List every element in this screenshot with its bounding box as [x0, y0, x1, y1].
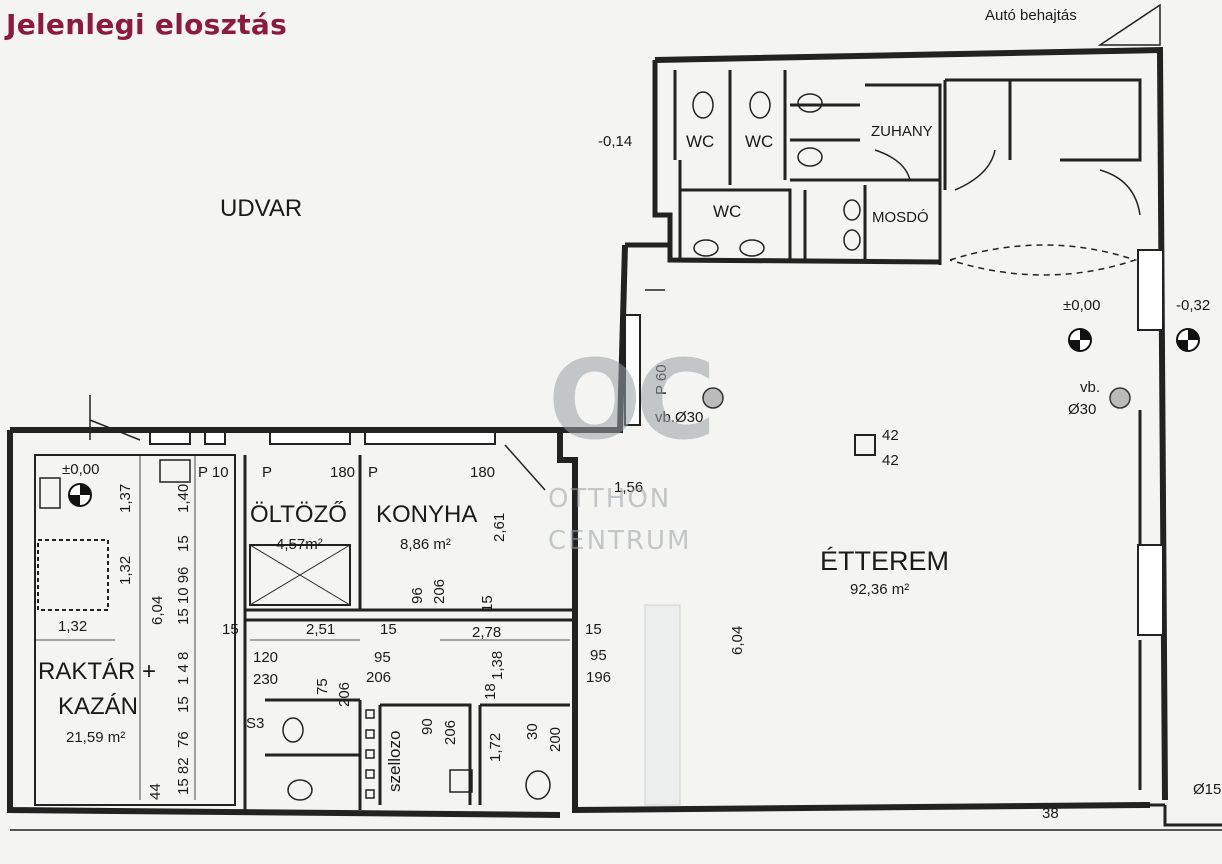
- dimension-label: 206: [442, 719, 459, 745]
- level-label: ±0,00: [1063, 297, 1101, 314]
- dimension-label: 15 10 96: [175, 566, 192, 625]
- dimension-label: 42: [882, 427, 899, 444]
- dimension-label: 2,78: [472, 624, 502, 641]
- dimension-label: 1,37: [117, 483, 134, 513]
- storage-label-2: KAZÁN: [58, 693, 139, 720]
- dimension-label: 1,32: [117, 555, 134, 585]
- dimension-label: 196: [586, 669, 612, 686]
- dimension-label: 206: [336, 681, 353, 707]
- dimension-label: 1,40: [175, 483, 192, 513]
- dimension-label: 38: [1042, 805, 1059, 822]
- dimension-label: 230: [253, 671, 279, 688]
- level-label: -0,32: [1176, 297, 1211, 314]
- dimension-label: 2,61: [491, 512, 508, 542]
- dimension-label: P 10: [198, 464, 229, 481]
- dimension-label: 1,32: [58, 618, 88, 635]
- watermark-line2: CENTRUM: [548, 526, 692, 556]
- courtyard-label: UDVAR: [220, 195, 303, 222]
- wc-label: WC: [745, 132, 774, 151]
- watermark-line1: OTTHON: [548, 484, 672, 514]
- locker-room-label: ÖLTÖZŐ: [250, 501, 347, 528]
- shower-label: ZUHANY: [871, 123, 933, 140]
- column-label: Ø30: [1068, 401, 1097, 418]
- dimension-label: P: [368, 464, 379, 481]
- dimension-label: 15: [585, 621, 602, 638]
- watermark-logo: OC: [548, 336, 716, 464]
- dimension-label: 1 4 8: [175, 651, 192, 685]
- dimension-label: 95: [374, 649, 391, 666]
- vent-label: szellozo: [385, 730, 404, 792]
- dimension-label: 206: [431, 578, 448, 604]
- dimension-label: 15: [222, 621, 239, 638]
- s3-label: S3: [246, 715, 265, 732]
- dimension-label: 76: [175, 731, 192, 748]
- dimension-label: 95: [590, 647, 607, 664]
- dimension-label: 15: [380, 621, 397, 638]
- dimension-label: 180: [330, 464, 356, 481]
- dimension-label: 96: [409, 587, 426, 604]
- restaurant-label: ÉTTEREM: [820, 546, 950, 576]
- restaurant-area: 92,36 m²: [850, 581, 910, 598]
- storage-area: 21,59 m²: [66, 729, 126, 746]
- washroom-label: MOSDÓ: [872, 209, 929, 226]
- storage-label: RAKTÁR +: [38, 658, 157, 685]
- dimension-label: 120: [253, 649, 279, 666]
- dimension-label: 15: [175, 535, 192, 552]
- dimension-label: 1,56: [614, 479, 644, 496]
- column-label: vb.: [1080, 379, 1101, 396]
- dimension-label: P: [262, 464, 273, 481]
- wc-label: WC: [686, 132, 715, 151]
- dimension-label: 206: [366, 669, 392, 686]
- dimension-label: 1,38: [489, 650, 506, 680]
- wc-label: WC: [713, 202, 742, 221]
- plan-title: Jelenlegi elosztás: [6, 8, 288, 41]
- dimension-label: 2,51: [306, 621, 336, 638]
- dimension-label: 15: [175, 696, 192, 713]
- dimension-label: 15: [479, 595, 496, 612]
- dimension-label: 90: [419, 718, 436, 735]
- dimension-label: 15 82: [175, 757, 192, 795]
- dimension-label: 75: [314, 678, 331, 695]
- dimension-label: 44: [147, 783, 164, 800]
- locker-room-area: 4,57m²: [276, 536, 323, 553]
- dimension-label: 6,04: [729, 625, 746, 655]
- pipe-label: Ø15: [1193, 781, 1222, 798]
- dimension-label: 42: [882, 452, 899, 469]
- dimension-label: 18: [482, 683, 499, 700]
- level-label: ±0,00: [62, 461, 100, 478]
- dimension-label: 200: [547, 726, 564, 752]
- dimension-label: 30: [524, 723, 541, 740]
- kitchen-area: 8,86 m²: [400, 536, 451, 553]
- dimension-label: 6,04: [149, 595, 166, 625]
- dimension-label: 180: [470, 464, 496, 481]
- column-label: vb.Ø30: [655, 409, 704, 426]
- car-entry-label: Autó behajtás: [985, 7, 1077, 24]
- kitchen-label: KONYHA: [376, 501, 478, 528]
- level-label: -0,14: [598, 133, 633, 150]
- dimension-label: 1,72: [487, 732, 504, 762]
